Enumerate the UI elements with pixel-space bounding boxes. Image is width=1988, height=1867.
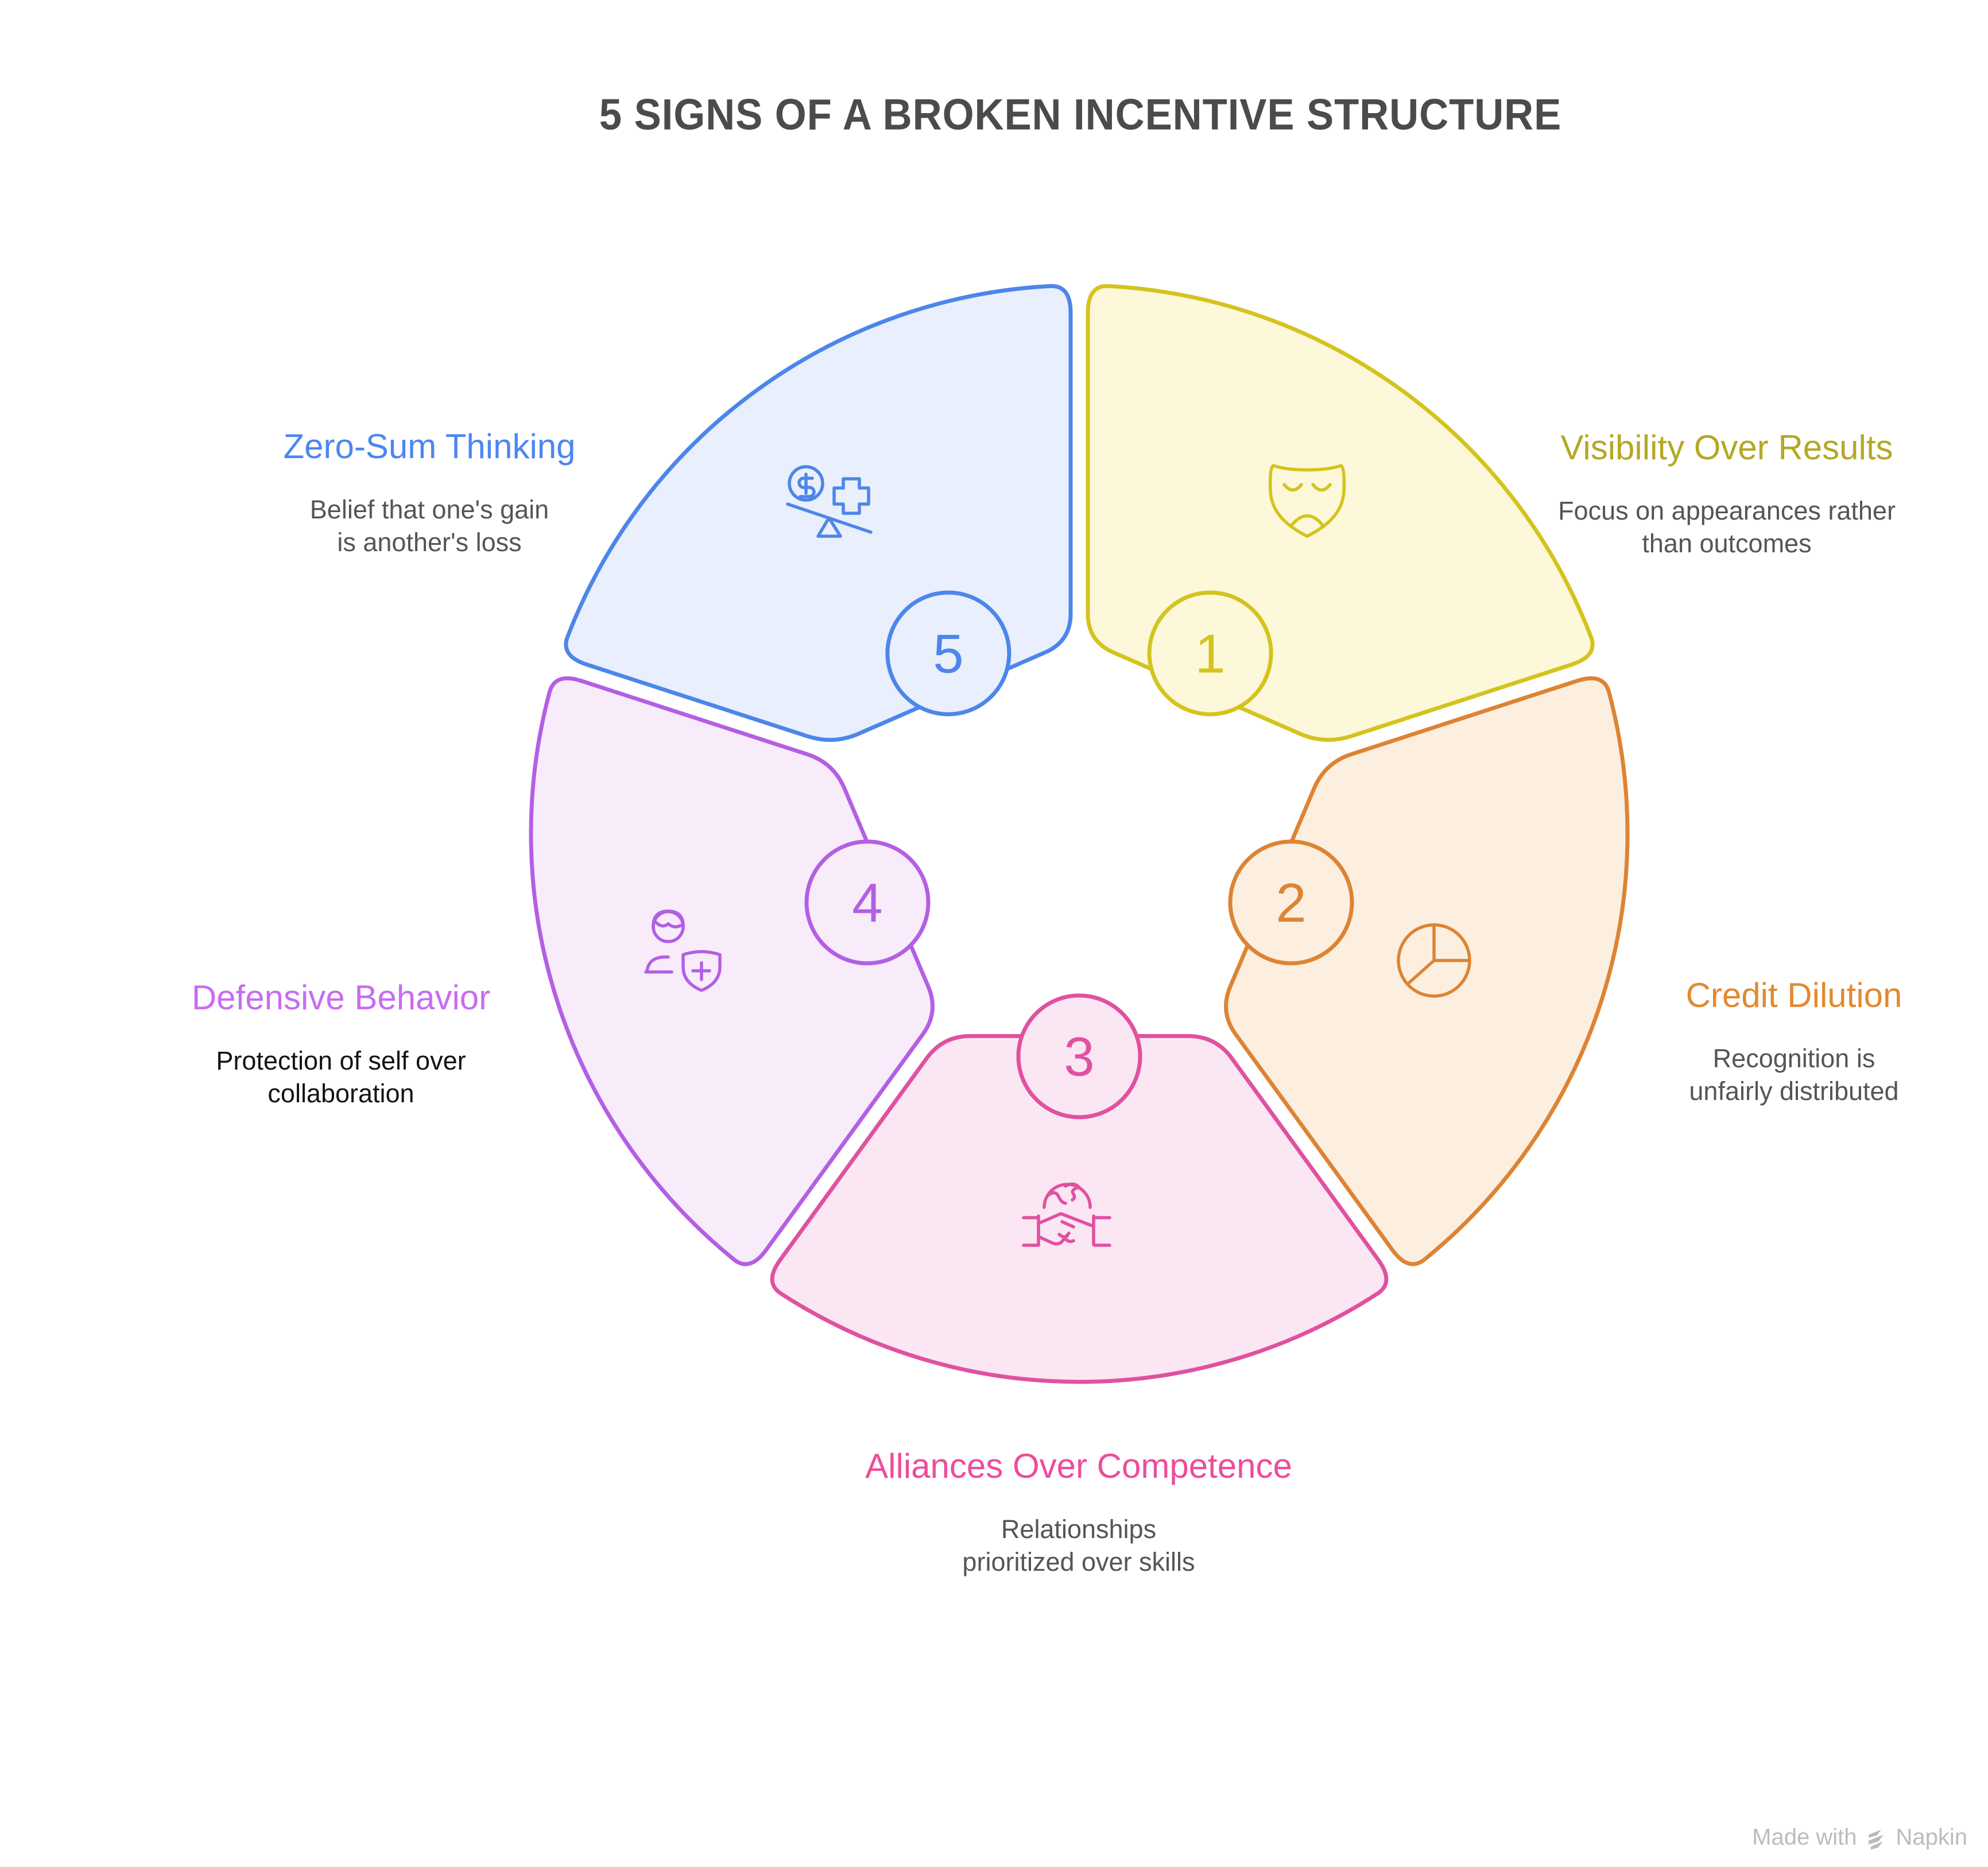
watermark-text: Made with <box>1752 1825 1857 1850</box>
segment-title: Zero-Sum Thinking <box>283 427 576 466</box>
segment-description: Belief that one's gain is another's loss <box>283 493 575 559</box>
segment-number: 5 <box>933 623 963 685</box>
segment-description-line: Recognition is <box>1712 1044 1875 1073</box>
segment-description-line: unfairly distributed <box>1689 1076 1899 1106</box>
wedge-segment-2 <box>1224 676 1630 1266</box>
segment-title: Defensive Behavior <box>191 978 491 1017</box>
segment-label-1: Visibility Over Results Focus on appeara… <box>1558 427 1896 560</box>
segment-description-line: prioritized over skills <box>962 1547 1195 1577</box>
segment-description-line: Protection of self over <box>216 1046 466 1075</box>
page-title: 5 SIGNS OF A BROKEN INCENTIVE STRUCTURE <box>599 90 1562 140</box>
napkin-logo-icon <box>1869 1829 1884 1850</box>
wedge-segment-3 <box>770 1034 1389 1384</box>
segment-description: Focus on appearances rather than outcome… <box>1558 494 1896 560</box>
segment-description: Protection of self over collaboration <box>192 1044 490 1110</box>
segment-description-line: Relationships <box>1001 1514 1157 1544</box>
segment-label-5: Zero-Sum Thinking Belief that one's gain… <box>283 426 575 559</box>
segment-number-badge <box>1147 590 1273 716</box>
segment-number: 2 <box>1276 873 1306 934</box>
handshake-icon <box>1022 1182 1111 1247</box>
segment-number-badge <box>1016 993 1142 1120</box>
segment-label-4: Defensive Behavior Protection of self ov… <box>192 977 490 1110</box>
segment-title: Alliances Over Competence <box>865 1447 1292 1485</box>
segment-description: Relationships prioritized over skills <box>865 1513 1292 1578</box>
wedge-segment-4 <box>529 676 935 1266</box>
pie-chart-icon <box>1397 923 1471 998</box>
theater-mask-icon <box>1268 464 1346 538</box>
badge-layer: 1 2 3 4 5 <box>804 590 1354 1120</box>
segment-description-line: than outcomes <box>1642 529 1812 558</box>
segment-description-line: Focus on appearances rather <box>1558 496 1896 525</box>
segment-title: Visibility Over Results <box>1560 428 1893 467</box>
segment-label-2: Credit Dilution Recognition is unfairly … <box>1686 975 1902 1107</box>
segment-description: Recognition is unfairly distributed <box>1686 1042 1902 1107</box>
money-balance-icon <box>786 465 873 538</box>
segment-description-line: is another's loss <box>337 528 522 557</box>
segment-number: 1 <box>1195 623 1225 685</box>
segment-number-badge <box>804 839 931 966</box>
napkin-watermark: Made with Napkin <box>1752 1825 1967 1850</box>
segment-number-badge <box>885 590 1012 716</box>
segment-description-line: collaboration <box>268 1079 414 1108</box>
person-shield-icon <box>644 909 722 992</box>
segment-number-badge <box>1228 839 1354 966</box>
segment-title: Credit Dilution <box>1685 976 1902 1014</box>
segment-description-line: Belief that one's gain <box>309 495 549 524</box>
segment-number: 3 <box>1064 1027 1094 1088</box>
segment-number: 4 <box>852 873 882 934</box>
segment-label-3: Alliances Over Competence Relationships … <box>865 1446 1292 1578</box>
wedge-layer <box>529 284 1630 1384</box>
watermark-brand: Napkin <box>1896 1825 1967 1850</box>
